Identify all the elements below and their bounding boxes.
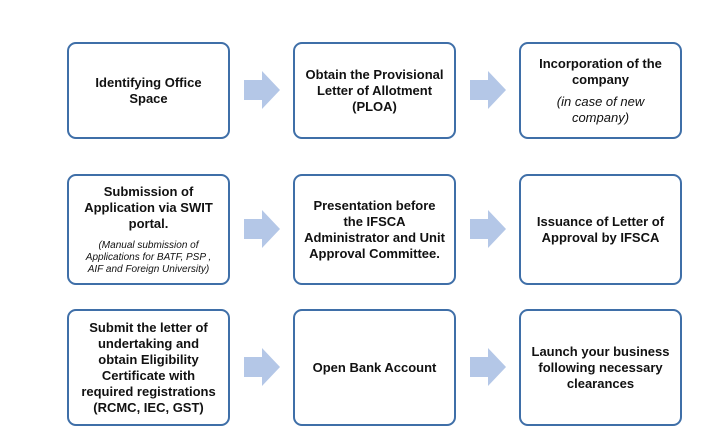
step-title: Open Bank Account	[312, 359, 437, 375]
arrow-right-icon	[244, 210, 280, 248]
step-note: (in case of new company)	[556, 93, 645, 125]
step-identifying-office-space: Identifying Office Space	[67, 42, 230, 139]
step-submit-letter-of-undertaking: Submit the letter of undertaking and obt…	[67, 309, 230, 426]
step-title: Obtain the Provisional Letter of Allotme…	[305, 66, 444, 114]
step-note: (Manual submission of Applications for B…	[85, 239, 212, 275]
step-title: Launch your business following necessary…	[531, 343, 670, 391]
arrow-right-icon	[244, 348, 280, 386]
step-submission-of-application: Submission of Application via SWIT porta…	[67, 174, 230, 285]
arrow-right-icon	[470, 71, 506, 109]
step-title: Identifying Office Space	[95, 74, 202, 106]
step-title: Incorporation of the company	[539, 55, 662, 87]
step-launch-your-business: Launch your business following necessary…	[519, 309, 682, 426]
arrow-right-icon	[470, 210, 506, 248]
step-title: Submission of Application via SWIT porta…	[84, 183, 213, 231]
arrow-right-icon	[244, 71, 280, 109]
step-issuance-of-letter-of-approval: Issuance of Letter of Approval by IFSCA	[519, 174, 682, 285]
arrow-right-icon	[470, 348, 506, 386]
step-incorporation: Incorporation of the company (in case of…	[519, 42, 682, 139]
step-title: Submit the letter of undertaking and obt…	[81, 319, 216, 415]
step-obtain-ploa: Obtain the Provisional Letter of Allotme…	[293, 42, 456, 139]
step-title: Presentation before the IFSCA Administra…	[304, 197, 445, 261]
step-title: Issuance of Letter of Approval by IFSCA	[536, 213, 665, 245]
step-presentation-before-ifsca: Presentation before the IFSCA Administra…	[293, 174, 456, 285]
step-open-bank-account: Open Bank Account	[293, 309, 456, 426]
